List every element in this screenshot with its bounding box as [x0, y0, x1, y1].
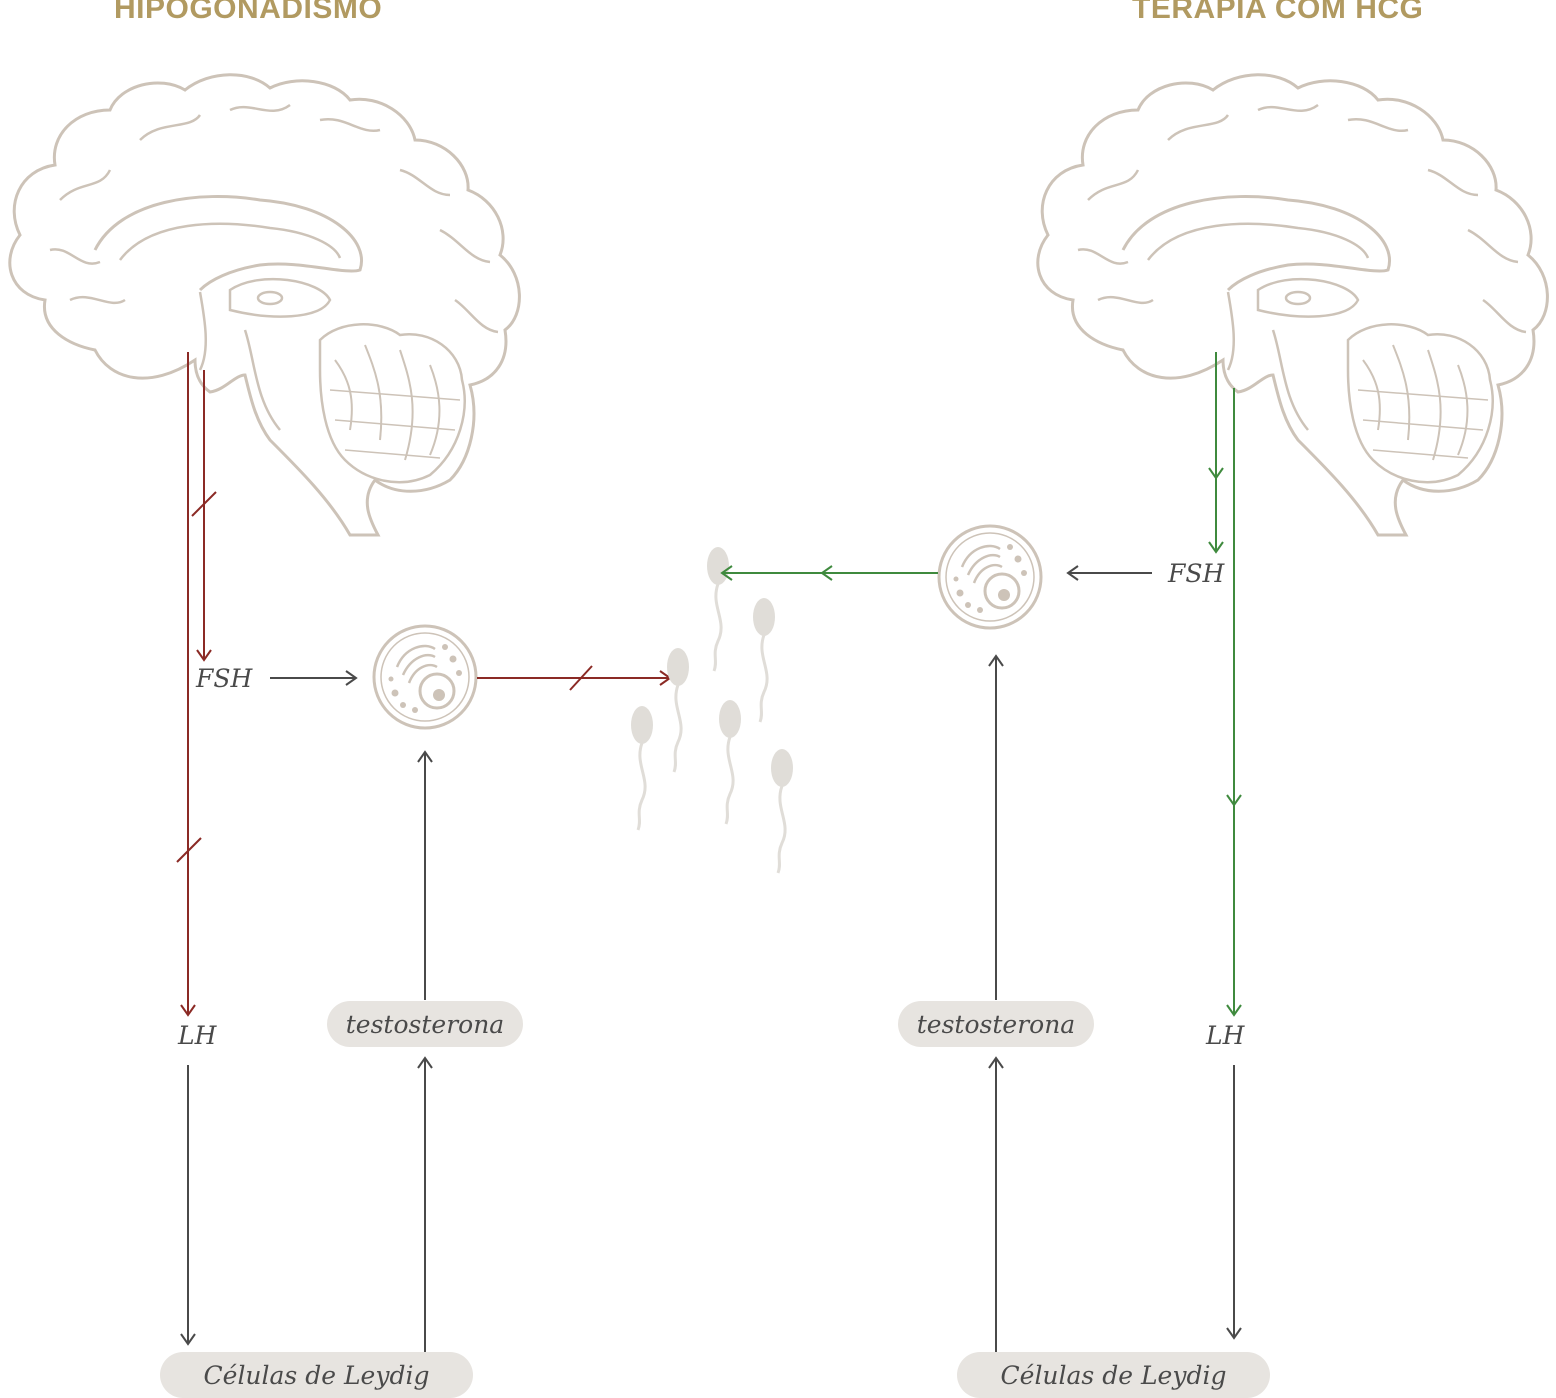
left-testosterone-pill: testosterona — [327, 1001, 523, 1047]
blocked-marker-icon — [191, 491, 217, 517]
sperm-icon — [629, 704, 655, 832]
sperm-icon — [717, 698, 743, 826]
sperm-icon — [751, 596, 777, 724]
right-fsh-signal-line — [1208, 352, 1224, 554]
left-testosterone-to-cell-arrow — [417, 750, 433, 1000]
right-lh-to-leydig-arrow — [1226, 1065, 1242, 1340]
left-lh-label: LH — [178, 1021, 217, 1050]
sperm-icon — [705, 545, 731, 673]
right-panel-title: TERAPIA COM HCG — [1132, 0, 1424, 25]
sperm-icon — [769, 747, 795, 875]
right-leydig-to-testosterone-arrow — [988, 1056, 1004, 1352]
sertoli-cell-icon — [372, 624, 478, 730]
blocked-marker-icon — [176, 837, 202, 863]
right-testosterone-to-cell-arrow — [988, 654, 1004, 1000]
brain-icon — [8, 73, 521, 537]
left-cell-to-sperm-arrow — [477, 670, 672, 686]
right-fsh-to-cell-arrow — [1066, 565, 1152, 581]
brain-icon — [1036, 73, 1549, 537]
left-panel-title: HIPOGONADISMO — [114, 0, 383, 25]
left-fsh-label: FSH — [196, 664, 253, 693]
sperm-icon — [665, 646, 691, 774]
right-testosterone-pill: testosterona — [898, 1001, 1094, 1047]
blocked-marker-icon — [569, 665, 593, 691]
left-fsh-signal-line — [196, 370, 212, 662]
left-lh-signal-line — [180, 352, 196, 1017]
left-fsh-to-cell-arrow — [270, 670, 358, 686]
left-leydig-to-testosterone-arrow — [417, 1056, 433, 1352]
right-lh-signal-line — [1226, 388, 1242, 1017]
right-leydig-pill: Células de Leydig — [957, 1352, 1270, 1398]
right-cell-to-sperm-arrow — [720, 565, 938, 581]
right-fsh-label: FSH — [1168, 559, 1225, 588]
sertoli-cell-icon — [937, 524, 1043, 630]
left-leydig-pill: Células de Leydig — [160, 1352, 473, 1398]
right-lh-label: LH — [1206, 1021, 1245, 1050]
left-lh-to-leydig-arrow — [180, 1065, 196, 1346]
